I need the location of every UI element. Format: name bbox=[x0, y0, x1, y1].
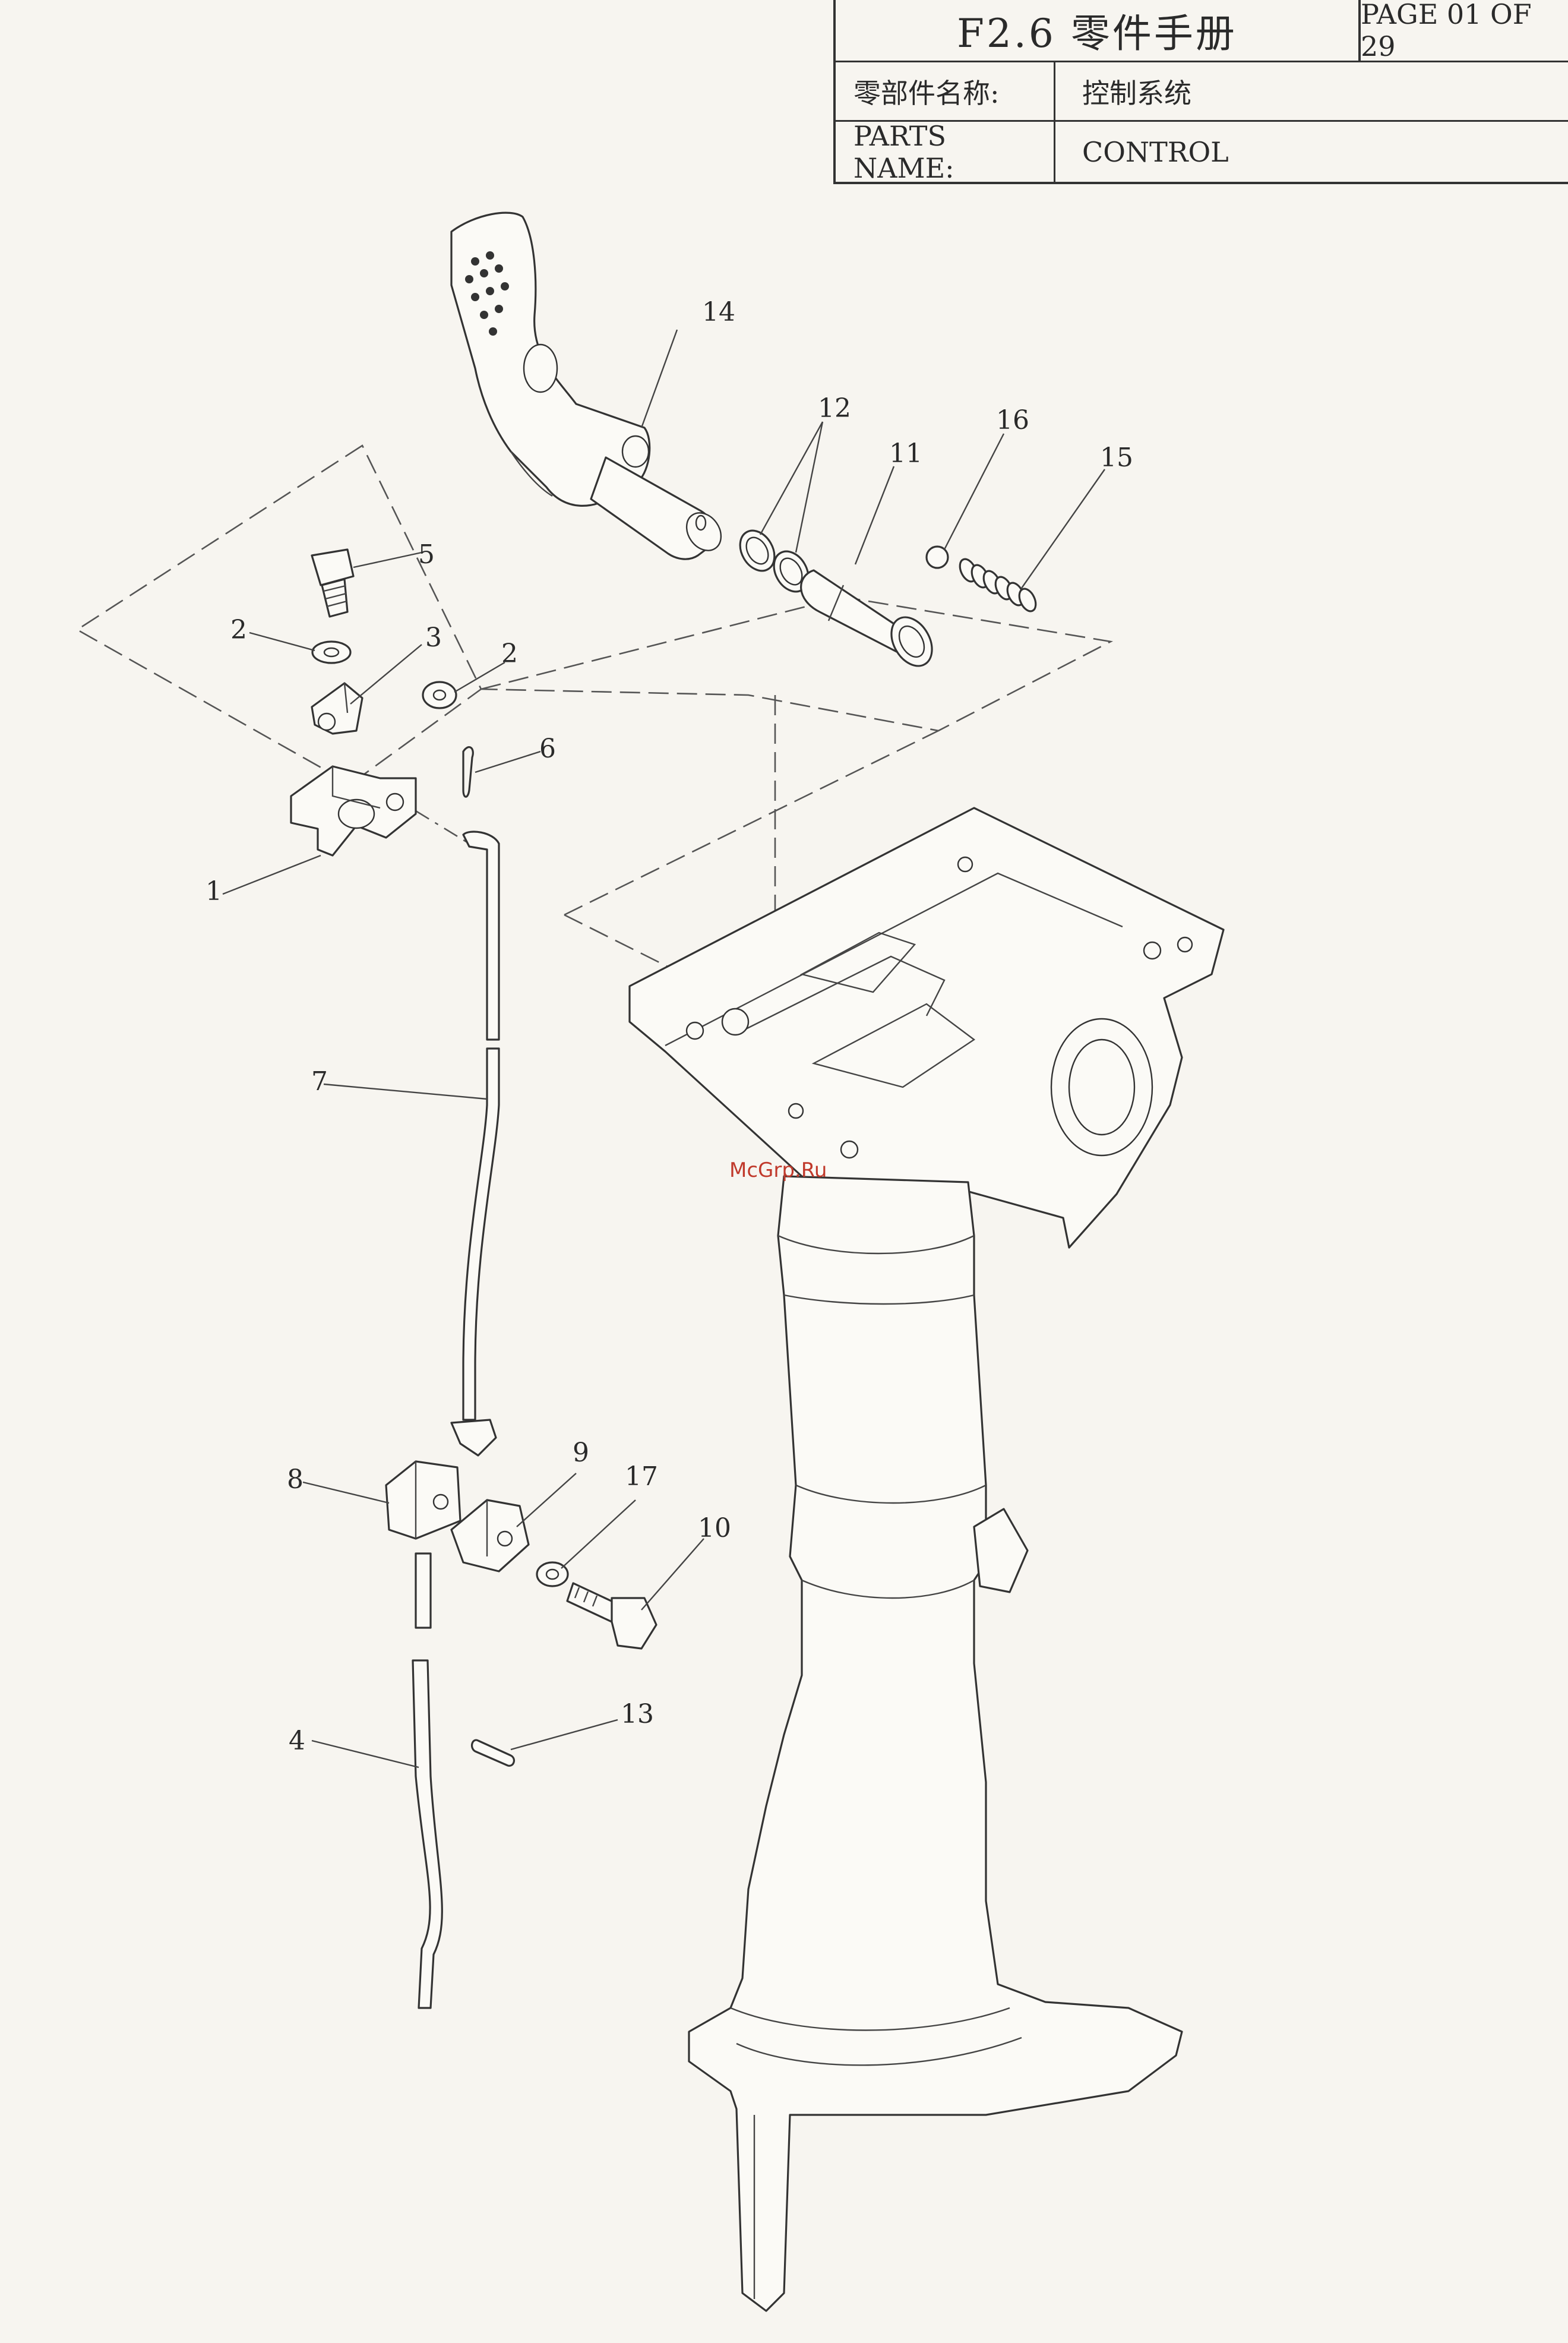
manual-title: F2.6 零件手册 bbox=[836, 0, 1358, 61]
callout-12: 11 bbox=[889, 438, 922, 469]
part-5-pin bbox=[463, 747, 473, 797]
parts-name-label-cn: 零部件名称: bbox=[836, 62, 1055, 120]
drive-shaft-housing bbox=[630, 808, 1224, 2311]
callout-1: 1 bbox=[206, 876, 222, 907]
callout-2b: 2 bbox=[501, 639, 518, 669]
parts-name-value-en: CONTROL bbox=[1055, 122, 1568, 182]
part-14-tiller-handle bbox=[451, 213, 728, 559]
callout-9: 4 bbox=[289, 1726, 305, 1756]
part-15-spring bbox=[957, 557, 1039, 614]
callout-8: 9 bbox=[573, 1438, 589, 1468]
callout-17: 17 bbox=[625, 1461, 658, 1492]
title-block: F2.6 零件手册 PAGE 01 OF 29 零部件名称: 控制系统 PART… bbox=[833, 0, 1568, 184]
callout-13: 12 bbox=[818, 393, 851, 424]
callout-7: 8 bbox=[287, 1464, 304, 1495]
callout-6: 7 bbox=[311, 1066, 328, 1097]
part-6-rod bbox=[451, 832, 499, 1455]
part-1-bracket bbox=[291, 766, 416, 855]
callout-3: 3 bbox=[425, 623, 442, 653]
part-11-bolt bbox=[567, 1583, 656, 1649]
callout-5: 6 bbox=[539, 734, 556, 764]
callout-4: 5 bbox=[418, 539, 435, 570]
part-2-washer-b bbox=[423, 682, 456, 708]
page-indicator: PAGE 01 OF 29 bbox=[1358, 0, 1568, 61]
title-row: F2.6 零件手册 PAGE 01 OF 29 bbox=[836, 0, 1568, 62]
part-4-bolt bbox=[312, 550, 353, 617]
parts-name-label-en: PARTS NAME: bbox=[836, 122, 1055, 182]
watermark-text: McGrp.Ru bbox=[729, 1158, 827, 1182]
part-12-sleeve bbox=[801, 570, 940, 673]
callout-16: 16 bbox=[996, 405, 1029, 435]
part-3-clip bbox=[312, 683, 362, 734]
parts-name-cn-row: 零部件名称: 控制系统 bbox=[836, 62, 1568, 122]
callout-15: 15 bbox=[1100, 443, 1133, 473]
part-9-lower-rod bbox=[413, 1553, 442, 2008]
parts-name-value-cn: 控制系统 bbox=[1055, 62, 1568, 120]
callout-2a: 2 bbox=[230, 615, 247, 645]
part-8-clamp bbox=[451, 1500, 529, 1571]
callout-14: 14 bbox=[702, 297, 735, 327]
parts-name-en-row: PARTS NAME: CONTROL bbox=[836, 122, 1568, 182]
callout-11: 10 bbox=[698, 1513, 731, 1543]
part-10-pin bbox=[472, 1740, 514, 1766]
part-7-clamp bbox=[386, 1461, 460, 1539]
callout-10: 13 bbox=[621, 1699, 654, 1729]
part-2-washer-a bbox=[312, 642, 350, 663]
part-16-ball bbox=[927, 547, 948, 568]
